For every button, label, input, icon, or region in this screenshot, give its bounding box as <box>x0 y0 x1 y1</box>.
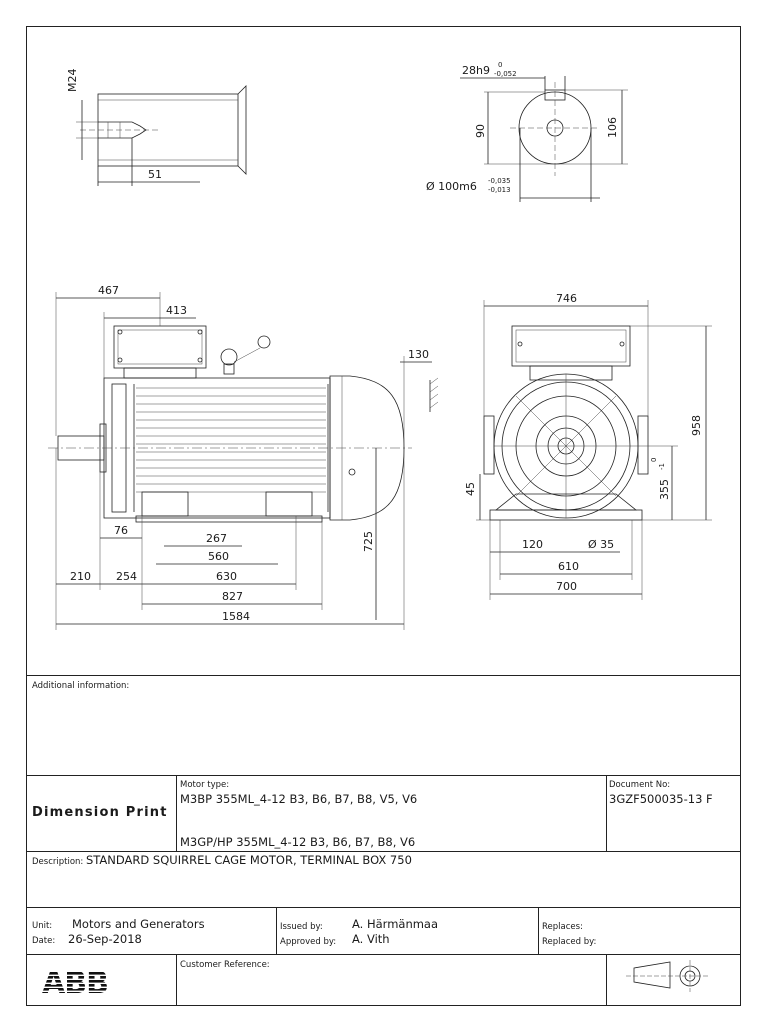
dim-958: 958 <box>690 415 703 436</box>
customer-reference-label: Customer Reference: <box>180 960 270 970</box>
document-no: 3GZF500035-13 F <box>609 792 713 806</box>
divider-customer <box>26 954 741 955</box>
dim-28h9-tol-upper: 0 <box>498 61 502 69</box>
divider-document <box>606 775 607 851</box>
drawing-sheet-border <box>26 26 741 1006</box>
dim-120: 120 <box>522 538 543 551</box>
date-value: 26-Sep-2018 <box>68 932 142 946</box>
dim-35: Ø 35 <box>588 538 614 551</box>
motor-type-2: M3GP/HP 355ML_4-12 B3, B6, B7, B8, V6 <box>180 835 416 849</box>
document-no-label: Document No: <box>609 780 671 790</box>
approved-by-value: A. Vith <box>352 932 390 946</box>
dimension-print-title: Dimension Print <box>32 805 168 820</box>
divider-title <box>26 775 741 776</box>
issued-by-label: Issued by: <box>280 922 323 932</box>
dim-413: 413 <box>166 304 187 317</box>
dim-610: 610 <box>558 560 579 573</box>
additional-info-label: Additional information: <box>32 681 130 691</box>
dim-630: 630 <box>216 570 237 583</box>
dim-210: 210 <box>70 570 91 583</box>
projection-symbol <box>626 960 708 992</box>
unit-label: Unit: <box>32 921 53 931</box>
date-label: Date: <box>32 936 56 946</box>
issued-by-value: A. Härmänmaa <box>352 917 439 931</box>
divider-additional <box>26 675 741 676</box>
divider-customer-ref <box>176 954 177 1006</box>
dim-254: 254 <box>116 570 137 583</box>
motor-type-1: M3BP 355ML_4-12 B3, B6, B7, B8, V5, V6 <box>180 792 418 806</box>
dim-m24: M24 <box>66 69 79 93</box>
dim-45: 45 <box>464 482 477 496</box>
dim-51: 51 <box>148 168 162 181</box>
dim-28h9-tol-lower: -0,052 <box>494 70 517 78</box>
dim-746: 746 <box>556 292 577 305</box>
dim-560: 560 <box>208 550 229 563</box>
description-label: Description: <box>32 857 84 867</box>
dim-355-tol-upper: 0 <box>650 458 658 462</box>
dim-diameter-100: Ø 100m6 <box>426 180 477 193</box>
abb-logo: ABB <box>42 968 109 996</box>
unit-value: Motors and Generators <box>72 917 205 931</box>
dim-700: 700 <box>556 580 577 593</box>
divider-replaces <box>538 907 539 954</box>
divider-issued <box>276 907 277 954</box>
dim-76: 76 <box>114 524 128 537</box>
dim-28h9: 28h9 <box>462 64 490 77</box>
divider-description <box>26 851 741 852</box>
replaced-by-label: Replaced by: <box>542 937 597 947</box>
shaft-section-view: 28h9 0 -0,052 90 106 Ø 100m6 -0,035 -0,0… <box>426 61 628 202</box>
motor-end-view: 746 958 45 355 0 -1 120 Ø 35 610 700 <box>464 292 712 600</box>
approved-by-label: Approved by: <box>280 937 337 947</box>
dim-725: 725 <box>362 531 375 552</box>
divider-motor-type <box>176 775 177 851</box>
shaft-detail-view: M24 51 <box>66 69 247 186</box>
dim-90: 90 <box>474 124 487 138</box>
dim-355-tol-lower: -1 <box>658 463 666 470</box>
dim-267: 267 <box>206 532 227 545</box>
motor-side-view: 467 413 130 76 267 560 630 827 1584 210 … <box>48 284 439 630</box>
dim-355: 355 <box>658 479 671 500</box>
dim-100-tol-lower: -0,013 <box>488 186 511 194</box>
svg-text:ABB: ABB <box>42 968 108 996</box>
divider-projection <box>606 954 607 1006</box>
motor-type-label: Motor type: <box>180 780 230 790</box>
dim-106: 106 <box>606 117 619 138</box>
description-value: STANDARD SQUIRREL CAGE MOTOR, TERMINAL B… <box>86 853 412 867</box>
dim-467: 467 <box>98 284 119 297</box>
dim-1584: 1584 <box>222 610 250 623</box>
replaces-label: Replaces: <box>542 922 583 932</box>
divider-unit <box>26 907 741 908</box>
dim-130: 130 <box>408 348 429 361</box>
dim-100-tol-upper: -0,035 <box>488 177 511 185</box>
dim-827: 827 <box>222 590 243 603</box>
